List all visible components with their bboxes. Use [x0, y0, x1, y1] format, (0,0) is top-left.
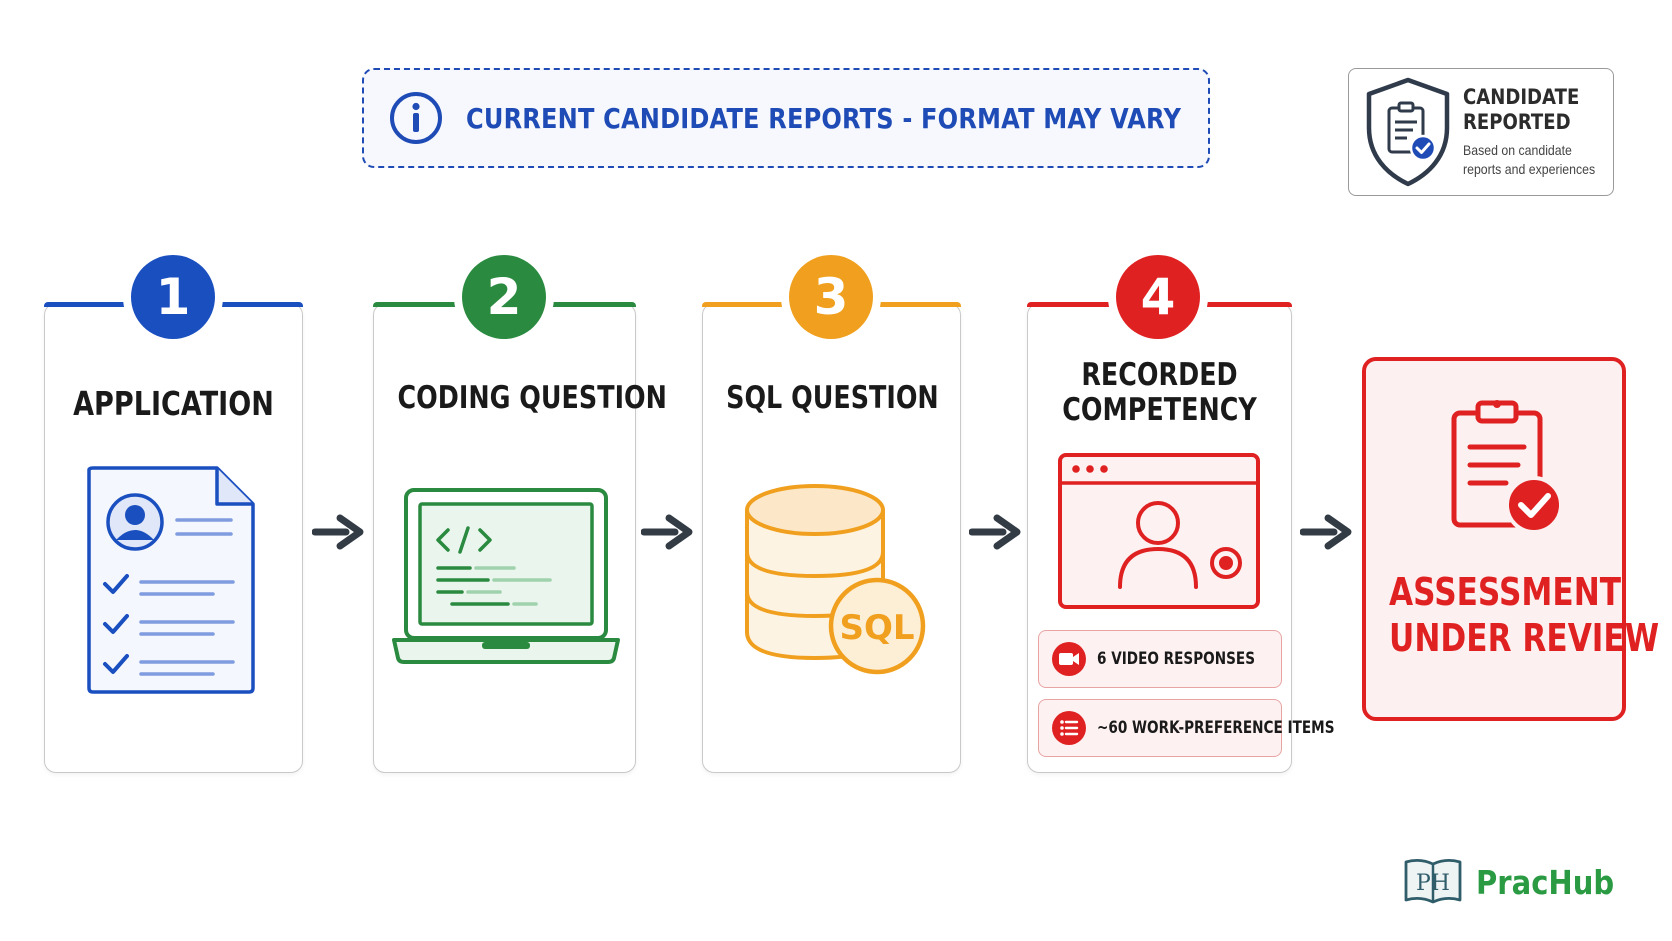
step-title-line1: RECORDED — [1081, 357, 1238, 393]
info-icon — [390, 92, 442, 144]
arrow-right-icon — [641, 514, 693, 550]
list-icon — [1052, 711, 1086, 745]
detail-video-responses: 6 VIDEO RESPONSES — [1038, 630, 1282, 688]
step-number-3: 3 — [789, 255, 873, 339]
detail-text: 6 VIDEO RESPONSES — [1097, 649, 1256, 669]
arrow-right-icon — [312, 514, 364, 550]
step-title: SQL QUESTION — [726, 380, 939, 416]
badge-sub-line1: Based on candidate — [1463, 142, 1572, 158]
step-number-1: 1 — [131, 255, 215, 339]
logo-letters: PH — [1416, 871, 1450, 896]
detail-work-preference-items: ~60 WORK-PREFERENCE ITEMS — [1038, 699, 1335, 757]
video-recording-icon — [1058, 453, 1260, 609]
arrow-right-icon — [969, 514, 1021, 550]
step-card-recorded-competency: RECORDED COMPETENCY — [1027, 302, 1292, 773]
step-title: CODING QUESTION — [397, 380, 667, 416]
result-line1: ASSESSMENT — [1389, 570, 1622, 614]
clipboard-check-icon — [1451, 400, 1563, 534]
prachub-logo: PH PracHub — [1402, 856, 1633, 908]
badge-sub-line2: reports and experiences — [1463, 161, 1596, 177]
badge-title-line2: REPORTED — [1463, 110, 1571, 134]
step-number-4: 4 — [1116, 255, 1200, 339]
resume-checklist-icon — [87, 466, 255, 694]
step-title-line2: COMPETENCY — [1062, 392, 1257, 428]
laptop-code-icon — [392, 488, 620, 664]
banner-text: CURRENT CANDIDATE REPORTS - FORMAT MAY V… — [466, 101, 1182, 135]
candidate-reported-badge: CANDIDATE REPORTED Based on candidate re… — [1348, 68, 1614, 196]
video-camera-icon — [1052, 642, 1086, 676]
database-sql-icon: SQL — [745, 484, 926, 675]
step-title: APPLICATION — [73, 384, 274, 423]
assessment-under-review-box: ASSESSMENT UNDER REVIEW — [1362, 357, 1660, 721]
detail-text: ~60 WORK-PREFERENCE ITEMS — [1097, 718, 1335, 738]
info-banner: CURRENT CANDIDATE REPORTS - FORMAT MAY V… — [362, 68, 1210, 168]
open-book-icon: PH — [1404, 859, 1462, 904]
sql-label: SQL — [839, 608, 914, 648]
step-card-coding-question: CODING QUESTION — [373, 302, 667, 773]
brand-name: PracHub — [1476, 862, 1615, 902]
shield-clipboard-check-icon — [1366, 77, 1450, 187]
step-number-2: 2 — [462, 255, 546, 339]
arrow-right-icon — [1300, 514, 1352, 550]
badge-title-line1: CANDIDATE — [1463, 85, 1580, 109]
result-text: ASSESSMENT UNDER REVIEW — [1389, 569, 1660, 661]
step-card-sql-question: SQL QUESTION SQL — [702, 302, 961, 773]
result-line2: UNDER REVIEW — [1389, 616, 1660, 660]
step-card-application: APPLICATION — [44, 302, 303, 773]
